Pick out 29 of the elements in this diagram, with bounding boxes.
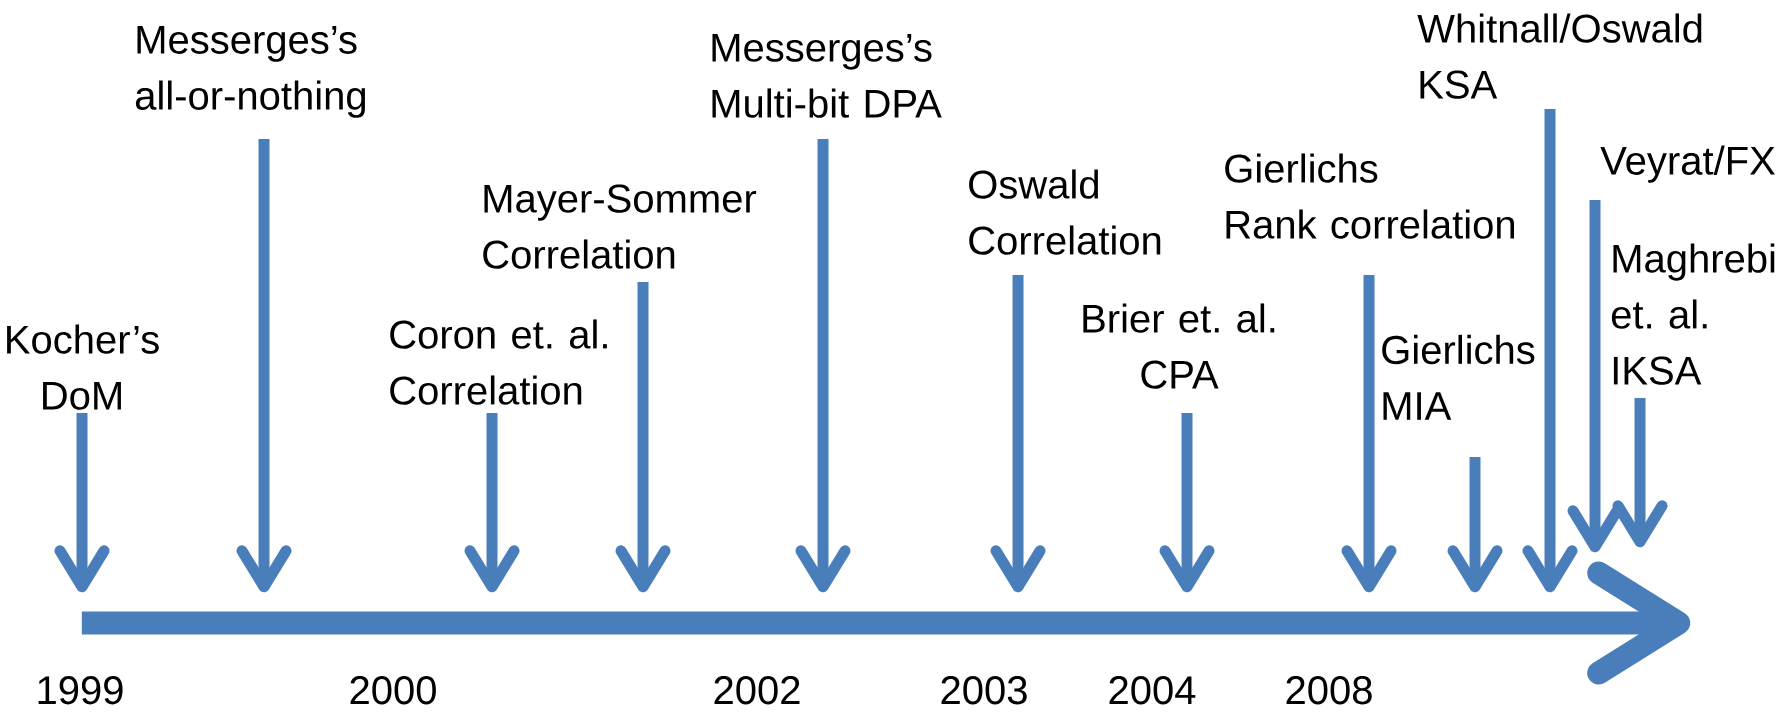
year-label: 1999 bbox=[38, 676, 123, 705]
year-label: 2002 bbox=[714, 676, 800, 705]
arrow bbox=[1522, 109, 1578, 593]
arrow bbox=[464, 413, 520, 593]
year-label: 2004 bbox=[1109, 676, 1196, 705]
arrow bbox=[1159, 413, 1215, 593]
event-label: Coron et. al. Correlation bbox=[390, 319, 607, 405]
arrow bbox=[1447, 457, 1503, 593]
arrow bbox=[1612, 398, 1668, 548]
event-label: Brier et. al. CPA bbox=[1083, 303, 1275, 389]
arrow bbox=[1341, 275, 1397, 593]
event-label: Messerges’s all-or-nothing bbox=[135, 26, 366, 118]
year-label: 2003 bbox=[941, 676, 1027, 705]
event-label: Gierlichs Rank correlation bbox=[1225, 153, 1514, 239]
event-label: Whitnall/Oswald KSA bbox=[1417, 13, 1702, 99]
year-label: 2008 bbox=[1286, 676, 1372, 705]
event-label: Maghrebi et. al. IKSA bbox=[1611, 243, 1775, 385]
arrow bbox=[236, 139, 292, 593]
arrow bbox=[795, 139, 851, 593]
event-label: Messerges’s Multi-bit DPA bbox=[712, 33, 942, 118]
arrow bbox=[990, 275, 1046, 593]
event-label: Gierlichs MIA bbox=[1382, 334, 1535, 420]
event-label: Oswald Correlation bbox=[969, 169, 1161, 255]
event-label: Veyrat/FX bbox=[1600, 145, 1775, 183]
year-label: 2000 bbox=[350, 676, 436, 705]
event-label: Mayer-Sommer Correlation bbox=[483, 184, 757, 269]
arrow bbox=[615, 282, 671, 593]
event-label: Kocher’s DoM bbox=[7, 324, 159, 410]
arrow bbox=[54, 413, 110, 593]
